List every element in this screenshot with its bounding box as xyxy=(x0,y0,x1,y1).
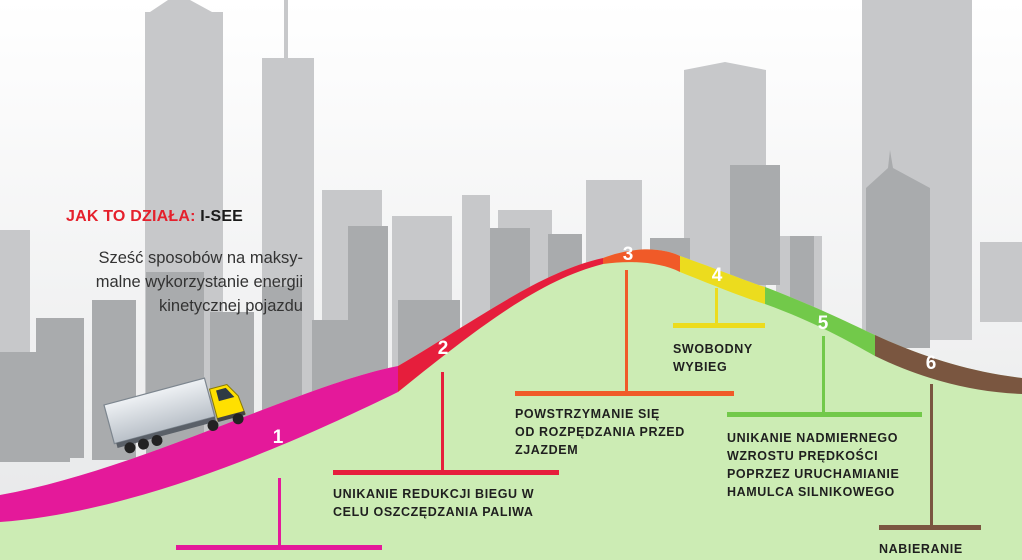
step-label-3: POWSTRZYMANIE SIĘ OD ROZPĘDZANIA PRZED Z… xyxy=(515,405,685,459)
subtitle-line: Sześć sposobów na maksy- xyxy=(98,249,303,267)
truck-wheel xyxy=(137,438,149,450)
truck xyxy=(103,377,246,454)
callout-stem-3 xyxy=(625,270,628,394)
callout-bar-5 xyxy=(727,412,922,417)
truck-wheel xyxy=(207,419,219,431)
truck-wheel xyxy=(232,413,244,425)
road-segment-5 xyxy=(765,287,875,356)
step-label-line: POPRZEZ URUCHAMIANIE xyxy=(727,467,900,481)
ground xyxy=(0,249,1022,560)
step-number-3: 3 xyxy=(622,244,634,265)
title-highlight: JAK TO DZIAŁA: xyxy=(66,208,196,225)
step-label-line: ZJAZDEM xyxy=(515,443,579,457)
road-segment-1 xyxy=(0,366,398,522)
step-label-line: CELU OSZCZĘDZANIA PALIWA xyxy=(333,505,534,519)
step-label-line: SWOBODNY xyxy=(673,342,753,356)
step-label-6: NABIERANIE xyxy=(879,540,963,558)
step-label-line: UNIKANIE NADMIERNEGO xyxy=(727,431,899,445)
callout-stem-5 xyxy=(822,336,825,414)
title: JAK TO DZIAŁA: I-SEE xyxy=(66,208,243,226)
step-label-line: OD ROZPĘDZANIA PRZED xyxy=(515,425,685,439)
road-segment-3 xyxy=(603,249,680,272)
step-number-4: 4 xyxy=(711,265,723,286)
callout-bar-3 xyxy=(515,391,734,396)
subtitle: Sześć sposobów na maksy- malne wykorzyst… xyxy=(58,246,303,318)
callout-stem-6 xyxy=(930,384,933,528)
callout-stem-4 xyxy=(715,288,718,326)
step-label-line: WYBIEG xyxy=(673,360,728,374)
step-number-2: 2 xyxy=(437,338,449,359)
subtitle-line: malne wykorzystanie energii xyxy=(95,273,303,291)
callout-bar-4 xyxy=(673,323,765,328)
title-product: I-SEE xyxy=(195,208,244,225)
step-number-1: 1 xyxy=(272,427,284,448)
road-segment-6 xyxy=(875,335,1022,394)
truck-wheel xyxy=(151,434,163,446)
callout-bar-1 xyxy=(176,545,382,550)
callouts xyxy=(176,270,981,550)
callout-stem-1 xyxy=(278,478,281,548)
step-label-4: SWOBODNY WYBIEG xyxy=(673,340,753,376)
step-number-5: 5 xyxy=(817,313,829,334)
step-label-5: UNIKANIE NADMIERNEGO WZROSTU PRĘDKOŚCI P… xyxy=(727,429,899,501)
callout-bar-6 xyxy=(879,525,981,530)
subtitle-line: kinetycznej pojazdu xyxy=(158,297,303,315)
road-segment-4 xyxy=(680,256,765,304)
step-label-line: NABIERANIE xyxy=(879,542,963,556)
truck-wheel xyxy=(124,442,136,454)
step-number-6: 6 xyxy=(925,353,937,374)
step-label-2: UNIKANIE REDUKCJI BIEGU W CELU OSZCZĘDZA… xyxy=(333,485,534,521)
truck-trailer xyxy=(103,377,216,445)
callout-stem-2 xyxy=(441,372,444,472)
step-label-line: POWSTRZYMANIE SIĘ xyxy=(515,407,660,421)
step-label-line: HAMULCA SILNIKOWEGO xyxy=(727,485,895,499)
step-label-line: WZROSTU PRĘDKOŚCI xyxy=(727,449,879,463)
callout-bar-2 xyxy=(333,470,559,475)
step-label-line: UNIKANIE REDUKCJI BIEGU W xyxy=(333,487,535,501)
